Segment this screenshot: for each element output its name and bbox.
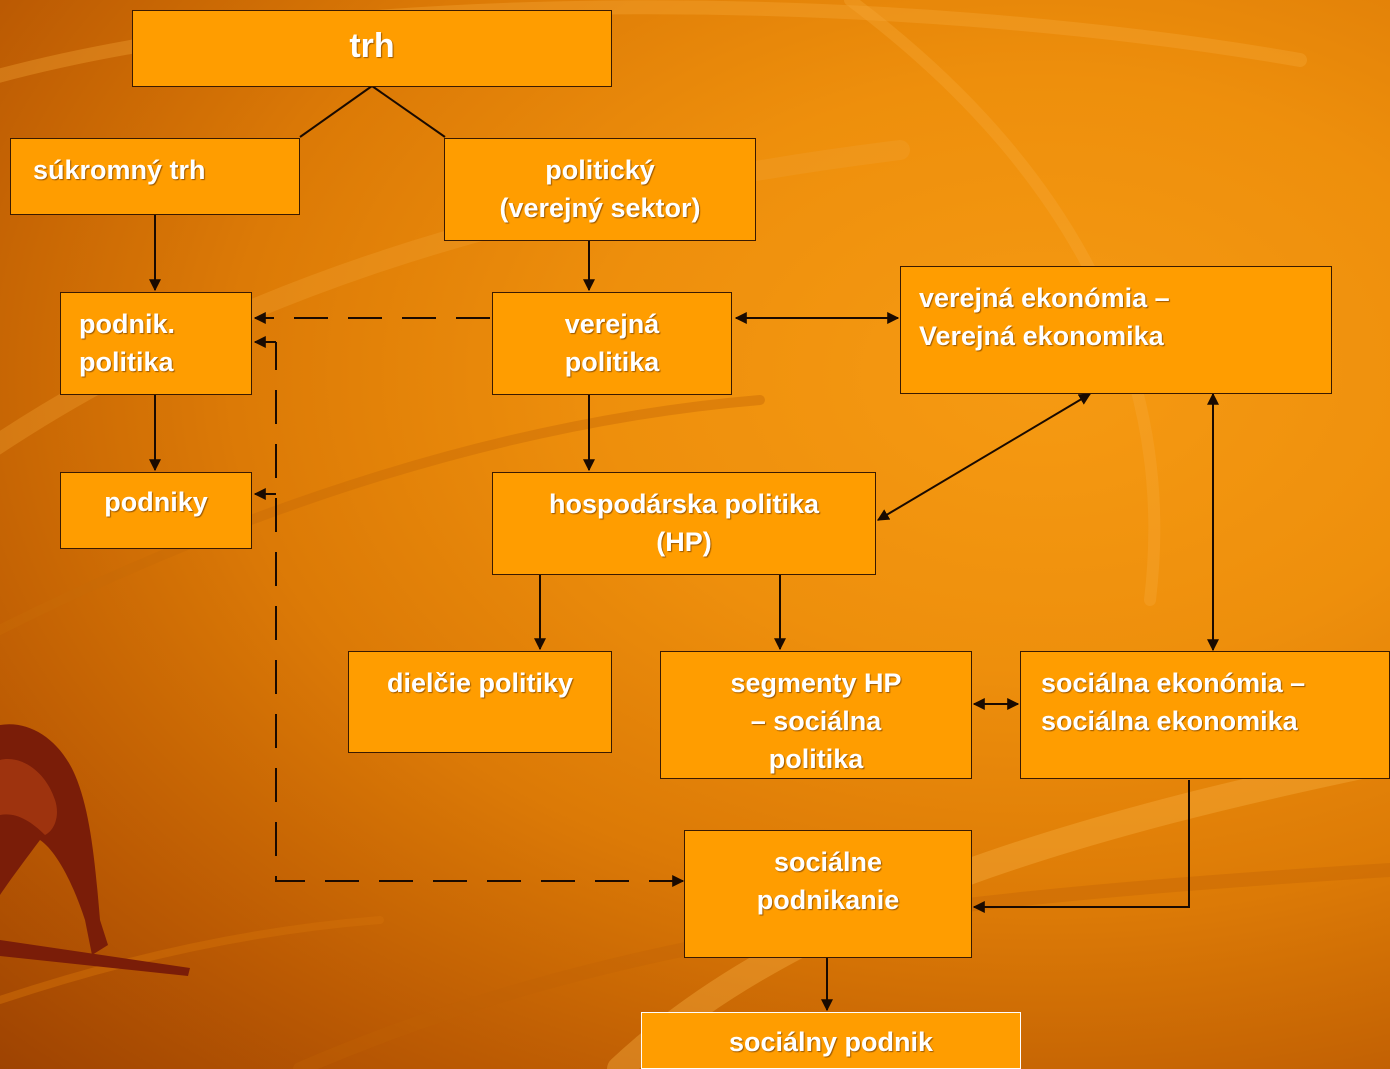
node-socialne-podnikanie: sociálne podnikanie bbox=[684, 830, 972, 958]
node-hospodarska-politika: hospodárska politika (HP) bbox=[492, 472, 876, 575]
node-socialna-ekonomia: sociálna ekonómia – sociálna ekonomika bbox=[1020, 651, 1390, 779]
node-socialny-podnik: sociálny podnik bbox=[641, 1012, 1021, 1069]
runner-silhouette bbox=[0, 724, 190, 976]
background-swoosh bbox=[0, 395, 765, 636]
node-segmenty-hp: segmenty HP – sociálna politika bbox=[660, 651, 972, 779]
node-verejna-ekonomia: verejná ekonómia – Verejná ekonomika bbox=[900, 266, 1332, 394]
node-verejna-politika: verejná politika bbox=[492, 292, 732, 395]
node-podnik-politika: podnik. politika bbox=[60, 292, 252, 395]
connector-trh-sukromny bbox=[299, 85, 373, 138]
node-podniky: podniky bbox=[60, 472, 252, 549]
arrow-ekonomia-hp bbox=[876, 393, 1092, 521]
node-sukromny-trh: súkromný trh bbox=[10, 138, 300, 215]
arrow-socialna-to-podnikanie bbox=[972, 780, 1190, 913]
connector-trh-politicky bbox=[371, 85, 446, 138]
node-trh: trh bbox=[132, 10, 612, 87]
background-swoosh bbox=[844, 0, 1161, 606]
dashed-loop-line bbox=[275, 342, 683, 882]
node-politicky: politický (verejný sektor) bbox=[444, 138, 756, 241]
background-swoosh bbox=[0, 916, 384, 1004]
node-dielcie-politiky: dielčie politiky bbox=[348, 651, 612, 753]
background-swoosh bbox=[0, 0, 1307, 83]
